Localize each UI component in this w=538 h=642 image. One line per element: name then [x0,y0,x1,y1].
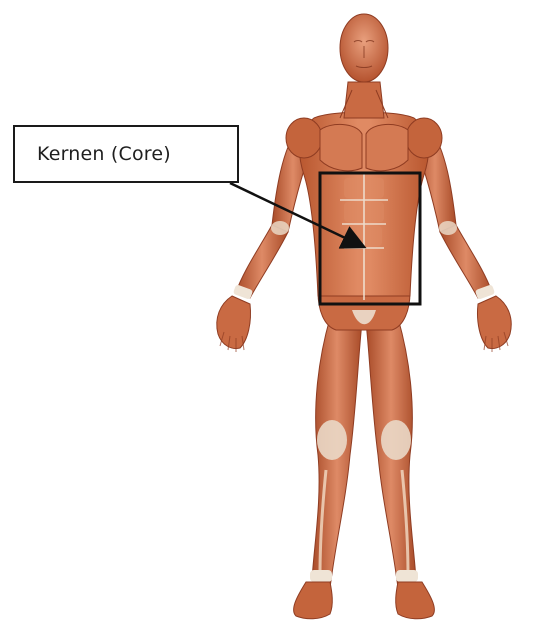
callout-label: Kernen (Core) [37,143,171,165]
human-muscle-anatomy-figure-icon [217,14,511,619]
left-foot [294,582,333,619]
right-foot [396,582,435,619]
callout-box: Kernen (Core) [13,125,239,183]
